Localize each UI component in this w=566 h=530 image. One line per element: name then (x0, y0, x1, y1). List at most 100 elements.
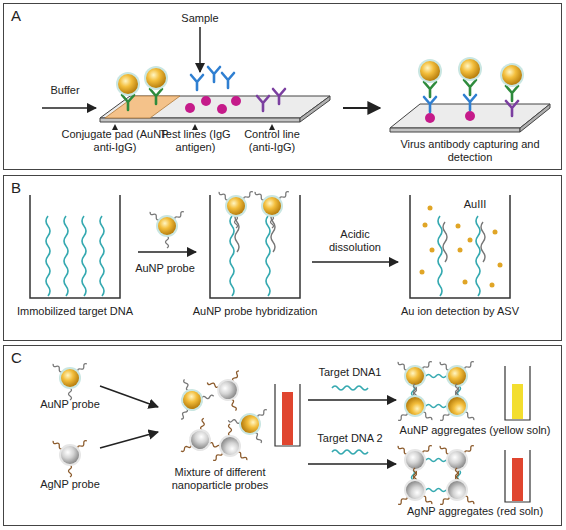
au-ion (423, 223, 428, 228)
text-label: AgNP aggregates (red soln) (390, 505, 560, 518)
agnp-probe (206, 370, 252, 417)
cuvette (505, 366, 530, 420)
control-antibody (506, 101, 518, 116)
text-label: AuNP aggregates (yellow soln) (390, 424, 560, 437)
text-label: Virus antibody capturing and detection (395, 138, 545, 164)
well (210, 195, 300, 298)
probe-dna (481, 222, 485, 262)
cuvette (505, 450, 530, 502)
process-arrow (312, 261, 398, 263)
igg-antibody (464, 95, 476, 110)
text-label: Test lines (IgG antigen) (158, 128, 233, 154)
agnp-probe (439, 468, 475, 505)
buffer-arrow (42, 107, 96, 109)
au-ion (463, 280, 468, 285)
strip-top (100, 96, 330, 118)
target-dna (230, 216, 234, 296)
agnp-probe (212, 424, 248, 461)
strip-side (300, 96, 330, 122)
target-dna (438, 216, 442, 296)
text-label: Control line (anti-IgG) (232, 128, 312, 154)
target-dna (426, 405, 446, 408)
text-label: Buffer (40, 84, 90, 97)
text-label: Conjugate pad (AuNP anti-IgG) (60, 128, 170, 154)
strip-front (390, 128, 520, 132)
au-ion (458, 248, 463, 253)
panel-letter: B (11, 179, 21, 197)
igg-antibody (208, 67, 220, 82)
target-dna (64, 216, 68, 296)
aunp-probe (218, 191, 254, 228)
aunp-antibody (418, 59, 442, 97)
antigen (425, 113, 435, 123)
au-ion (430, 248, 435, 253)
antigen (185, 103, 195, 113)
conjugate-pad (105, 96, 180, 118)
color-bar (512, 384, 523, 419)
antigen (217, 104, 227, 114)
igg-antibody (424, 97, 436, 112)
au-ion (490, 283, 495, 288)
process-arrow (138, 251, 196, 253)
process-arrow (343, 107, 380, 109)
aunp-probe (397, 384, 433, 421)
target-dna (426, 375, 446, 378)
aunp-probe (52, 363, 88, 400)
target-dna (426, 489, 446, 492)
text-label: Au ion detection by ASV (385, 305, 535, 318)
cuvette (275, 384, 300, 446)
aunp-antibody (144, 66, 168, 104)
aunp-antibody (500, 63, 524, 101)
aunp-antibody (458, 57, 482, 95)
antigen (231, 96, 241, 106)
text-label: Acidic dissolution (322, 228, 388, 254)
sample-arrow (199, 27, 201, 72)
text-label: AuIII (455, 198, 495, 211)
au-ion (420, 270, 425, 275)
text-label: AuNP probe hybridization (180, 305, 330, 318)
text-label: Target DNA 2 (310, 432, 390, 445)
text-label: Immobilized target DNA (5, 305, 145, 318)
well (410, 195, 510, 298)
text-label: Mixture of different nanoparticle probes (160, 466, 280, 492)
text-label: Sample (175, 12, 225, 25)
process-arrow (308, 463, 396, 465)
target-dna (46, 216, 50, 296)
target-dna (82, 216, 86, 296)
target-dna (266, 216, 270, 296)
au-ion (456, 224, 461, 229)
process-arrow (100, 432, 158, 448)
agnp-probe (397, 468, 433, 505)
strip-front (100, 118, 300, 122)
au-ion (498, 263, 503, 268)
panel-letter: A (11, 7, 21, 25)
au-ion (493, 230, 498, 235)
aunp-probe (439, 384, 475, 421)
antigen (465, 111, 475, 121)
agnp-probe (52, 440, 88, 477)
probe-dna (443, 222, 447, 262)
strip-side (520, 104, 550, 132)
text-label: AuNP probe (125, 262, 205, 275)
process-arrow (100, 386, 158, 407)
text-label: AuNP probe (30, 398, 110, 411)
aunp-probe (149, 211, 185, 248)
target-dna (332, 450, 368, 454)
aunp-probe (254, 191, 290, 228)
color-bar (512, 458, 523, 501)
text-label: AgNP probe (30, 478, 110, 491)
well (30, 195, 120, 298)
au-ion (428, 206, 433, 211)
agnp-probe (172, 417, 222, 467)
igg-antibody (222, 73, 234, 88)
target-dna (100, 216, 104, 296)
aunp-probe (166, 378, 216, 428)
process-arrow (308, 399, 396, 401)
control-antibody (273, 89, 285, 104)
target-dna (426, 459, 446, 462)
target-dna (476, 216, 480, 296)
text-label: Target DNA1 (310, 366, 390, 379)
panel-letter: C (11, 349, 22, 367)
